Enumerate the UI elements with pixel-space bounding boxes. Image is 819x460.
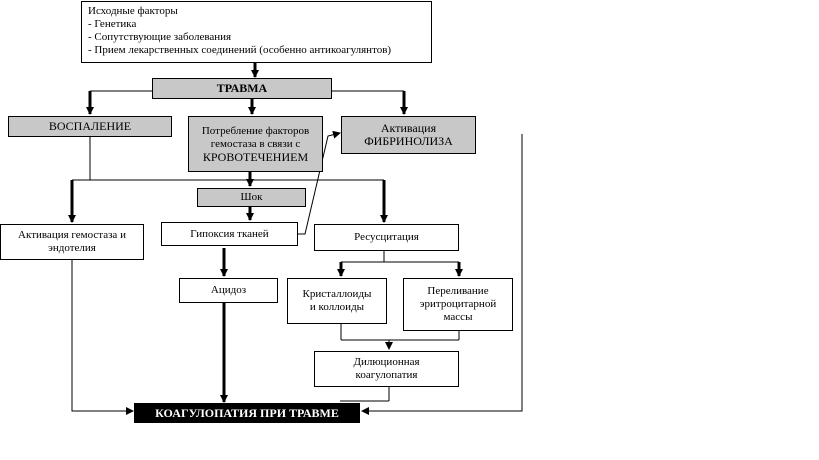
trauma-label: ТРАВМА — [216, 81, 268, 95]
dilution-line-2: коагулопатия — [355, 369, 418, 381]
fibrinolysis-line-2: ФИБРИНОЛИЗА — [364, 134, 453, 148]
shock-box: Шок — [197, 188, 306, 207]
arrow-hemostasis-to-coagulopathy — [71, 260, 134, 415]
factor-genetics: - Генетика — [88, 18, 137, 30]
inflammation-box: ВОСПАЛЕНИЕ — [8, 116, 172, 137]
crystalloids-box: Кристаллоиды и коллоиды — [287, 278, 387, 324]
consumption-line-3: КРОВОТЕЧЕНИЕМ — [202, 149, 309, 164]
dilution-line-1: Дилюционная — [353, 356, 420, 368]
hemostasis-activation-box: Активация гемостаза и эндотелия — [0, 224, 144, 260]
acidosis-label: Ацидоз — [210, 284, 247, 296]
coagulopathy-label: КОАГУЛОПАТИЯ ПРИ ТРАВМЕ — [155, 405, 339, 420]
rbc-transfusion-line-3: массы — [443, 311, 473, 323]
dilution-box: Дилюционная коагулопатия — [314, 351, 459, 387]
factor-medications: - Прием лекарственных соединений (особен… — [88, 44, 392, 56]
rbc-transfusion-line-2: эритроцитарной — [419, 298, 497, 310]
tissue-hypoxia-box: Гипоксия тканей — [161, 222, 298, 246]
coagulopathy-box: КОАГУЛОПАТИЯ ПРИ ТРАВМЕ — [134, 403, 360, 423]
factor-comorbidities: - Сопутствующие заболевания — [88, 31, 232, 43]
rbc-transfusion-line-1: Переливание — [427, 285, 489, 297]
crystalloids-line-2: и коллоиды — [309, 301, 365, 313]
trauma-box: ТРАВМА — [152, 78, 332, 99]
rbc-transfusion-box: Переливание эритроцитарной массы — [403, 278, 513, 331]
resuscitation-label: Ресусцитация — [354, 231, 419, 243]
shock-label: Шок — [240, 191, 263, 203]
consumption-line-2: гемостаза в связи с — [210, 137, 301, 150]
resuscitation-box: Ресусцитация — [314, 224, 459, 251]
acidosis-box: Ацидоз — [179, 278, 278, 303]
initial-factors-title: Исходные факторы — [88, 5, 178, 17]
tissue-hypoxia-label: Гипоксия тканей — [190, 227, 269, 240]
consumption-box: Потребление факторов гемостаза в связи с… — [188, 116, 323, 172]
hemostasis-activation-line-1: Активация гемостаза и — [18, 229, 126, 241]
arrow-fibrinolysis-to-coagulopathy — [361, 134, 523, 415]
crystalloids-line-1: Кристаллоиды — [302, 288, 372, 300]
inflammation-label: ВОСПАЛЕНИЕ — [48, 119, 132, 133]
initial-factors-box: Исходные факторы - Генетика - Сопутствую… — [81, 1, 432, 63]
fibrinolysis-box: Активация ФИБРИНОЛИЗА — [341, 116, 476, 154]
fibrinolysis-line-1: Активация — [380, 121, 437, 135]
hemostasis-activation-line-2: эндотелия — [48, 242, 96, 254]
arrow-hypoxia-to-fibrinolysis — [298, 130, 341, 235]
consumption-line-1: Потребление факторов — [201, 124, 310, 137]
